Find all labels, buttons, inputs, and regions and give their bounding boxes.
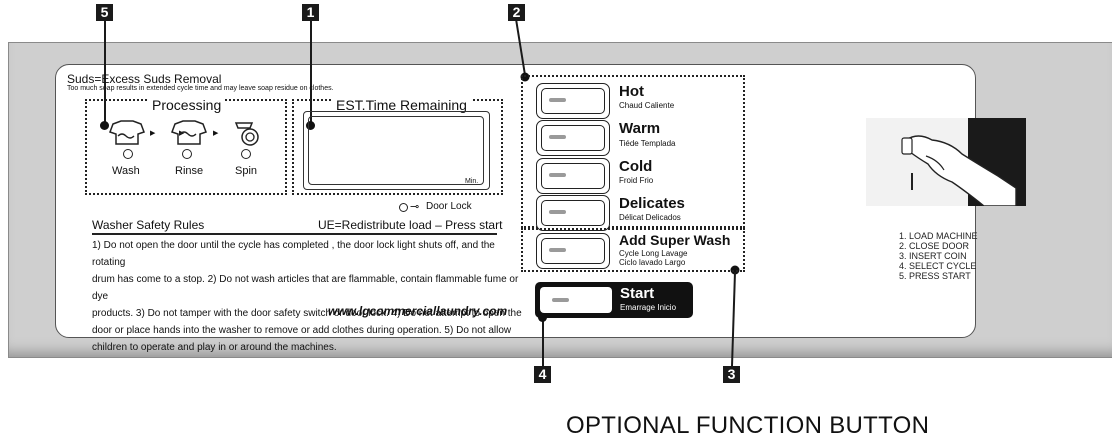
hand-inserting-coin-icon — [901, 135, 1017, 206]
warm-sublabel: Tiéde Templada — [619, 139, 676, 148]
wash-indicator-light — [123, 149, 133, 159]
super-wash-sub2: Ciclo lavado Largo — [619, 258, 686, 267]
rule-line: 1) Do not open the door until the cycle … — [92, 240, 495, 268]
instruction-step: 4. SELECT CYCLE — [899, 261, 977, 271]
est-time-title: EST.Time Remaining — [332, 97, 471, 113]
callout-2: 2 — [508, 4, 525, 21]
instruction-step: 1. LOAD MACHINE — [899, 231, 978, 241]
optional-function-group — [521, 228, 745, 272]
delicates-label: Delicates — [619, 195, 685, 212]
start-button[interactable] — [540, 287, 612, 313]
rule-line: door or place hands into the washer to r… — [92, 325, 512, 336]
rule-line: children to operate and play in or aroun… — [92, 342, 337, 353]
time-display — [303, 111, 490, 190]
step-label-wash: Wash — [112, 165, 140, 177]
callout-1: 1 — [302, 4, 319, 21]
arrow-right-icon: ▶ — [150, 130, 156, 137]
callout-5-leader — [104, 21, 106, 126]
callout-4: 4 — [534, 366, 551, 383]
divider — [92, 233, 497, 235]
delicates-sublabel: Délicat Delicados — [619, 213, 681, 222]
super-wash-sub1: Cycle Long Lavage — [619, 249, 688, 258]
time-unit: Min. — [465, 178, 479, 185]
callout-3: 3 — [723, 366, 740, 383]
add-super-wash-button[interactable] — [536, 233, 610, 269]
start-label: Start — [620, 285, 655, 302]
cold-button[interactable] — [536, 158, 610, 194]
step-label-spin: Spin — [235, 165, 258, 177]
spin-icon — [234, 122, 259, 146]
instruction-step: 3. INSERT COIN — [899, 251, 967, 261]
ue-note: UE=Redistribute load – Press start — [318, 218, 503, 232]
rule-line: products. 3) Do not tamper with the door… — [92, 308, 522, 319]
rinse-indicator-light — [182, 149, 192, 159]
processing-title: Processing — [148, 97, 226, 113]
cold-sublabel: Froid Frio — [619, 176, 654, 185]
temperature-button-group — [521, 75, 745, 228]
arrow-right-icon: ▶ — [213, 130, 219, 137]
step-label-rinse: Rinse — [175, 165, 204, 177]
safety-title: Washer Safety Rules — [92, 218, 205, 232]
safety-rules: 1) Do not open the door until the cycle … — [92, 237, 522, 356]
cold-label: Cold — [619, 158, 653, 175]
hot-label: Hot — [619, 83, 644, 100]
super-wash-label: Add Super Wash — [619, 232, 731, 248]
warm-label: Warm — [619, 120, 661, 137]
shirt-rinse-icon — [171, 120, 207, 145]
callout-4-leader — [542, 318, 544, 366]
hot-sublabel: Chaud Caliente — [619, 101, 675, 110]
website-url: www.lgcommerciallaundry.com — [328, 304, 508, 318]
instruction-step: 2. CLOSE DOOR — [899, 241, 970, 251]
delicates-button[interactable] — [536, 195, 610, 231]
callout-5: 5 — [96, 4, 113, 21]
caption: OPTIONAL FUNCTION BUTTON — [566, 412, 930, 439]
shirt-wash-icon — [109, 120, 145, 145]
warm-button[interactable] — [536, 120, 610, 156]
arrow-right-icon: ▶ — [179, 130, 185, 137]
door-lock-label: Door Lock — [426, 201, 472, 212]
callout-3-leader — [730, 265, 740, 367]
callout-5-dot — [100, 121, 109, 130]
rule-line: drum has come to a stop. 2) Do not wash … — [92, 274, 519, 302]
suds-title: Suds=Excess Suds Removal — [67, 72, 222, 86]
callout-1-dot — [306, 121, 315, 130]
door-lock-light — [399, 203, 408, 212]
key-icon: ⊸ — [410, 201, 420, 213]
suds-note: Too much soap results in extended cycle … — [67, 85, 334, 92]
instruction-step: 5. PRESS START — [899, 271, 971, 281]
instructions-list: 1. LOAD MACHINE 2. CLOSE DOOR 3. INSERT … — [899, 231, 978, 281]
spin-indicator-light — [241, 149, 251, 159]
hot-button[interactable] — [536, 83, 610, 119]
start-sublabel: Emarrage Inicio — [620, 303, 677, 312]
time-display-screen — [308, 116, 484, 185]
callout-1-leader — [310, 21, 312, 126]
